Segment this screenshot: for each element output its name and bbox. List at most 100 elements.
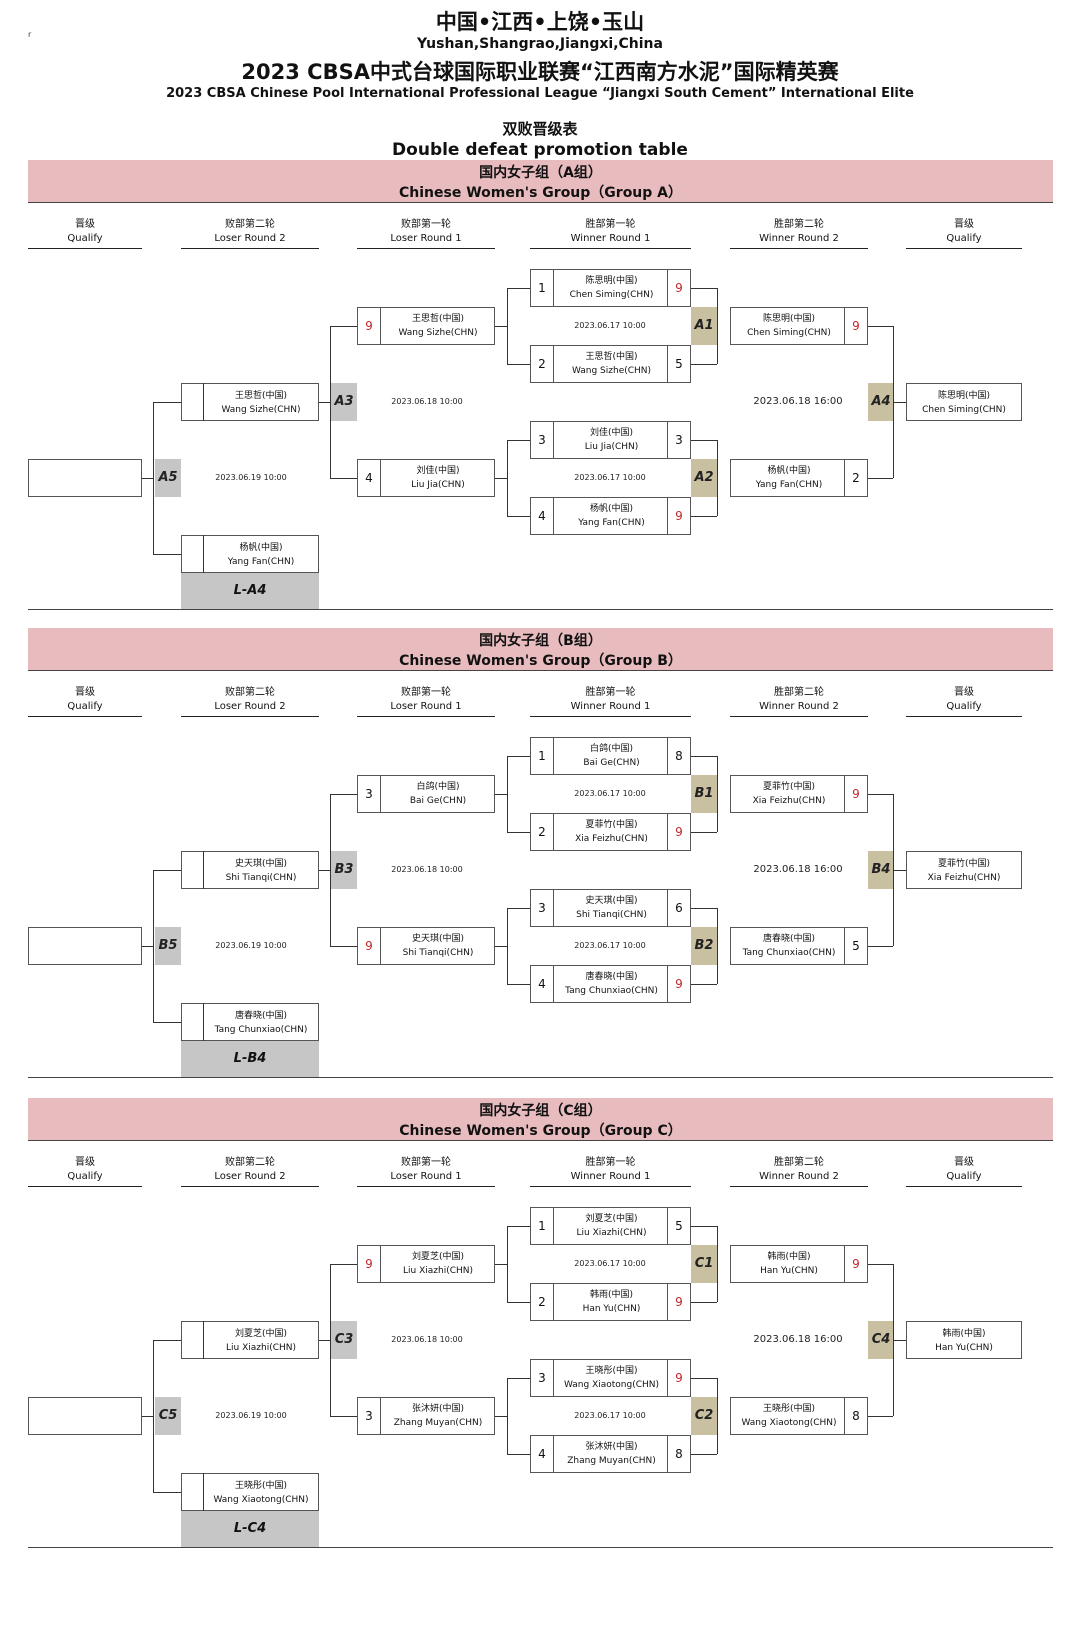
bracket-connector: [330, 326, 357, 327]
match-label-3: C3: [331, 1321, 357, 1359]
bracket-connector: [691, 1378, 717, 1379]
winner-round-2-player[interactable]: 夏菲竹(中国) Xia Feizhu(CHN) 9: [730, 775, 868, 813]
player-name-zh: 刘夏芝(中国): [585, 1214, 638, 1224]
winner-round-2-player[interactable]: 唐春晓(中国) Tang Chunxiao(CHN) 5: [730, 927, 868, 965]
loser-round-2-player[interactable]: 刘夏芝(中国) Liu Xiazhi(CHN): [181, 1321, 319, 1359]
winner-round-1-player[interactable]: 2 王思哲(中国) Wang Sizhe(CHN) 5: [530, 345, 691, 383]
col-header-en: Loser Round 1: [390, 701, 462, 712]
player-name-en: Liu Xiazhi(CHN): [403, 1266, 473, 1276]
group-banner: 国内女子组（B组） Chinese Women's Group（Group B）: [28, 628, 1053, 671]
col-header-en: Qualify: [67, 1171, 103, 1182]
bracket-connector: [495, 326, 507, 327]
qualify-winner-box[interactable]: 陈思明(中国) Chen Siming(CHN): [906, 383, 1022, 421]
loser-round-1-player[interactable]: 4 刘佳(中国) Liu Jia(CHN): [357, 459, 495, 497]
qualify-winner-box[interactable]: 韩雨(中国) Han Yu(CHN): [906, 1321, 1022, 1359]
col-header-zh: 败部第一轮: [401, 219, 451, 230]
winner-round-1-player[interactable]: 2 夏菲竹(中国) Xia Feizhu(CHN) 9: [530, 813, 691, 851]
col-header-winner-round-2: 胜部第二轮 Winner Round 2: [730, 686, 868, 717]
player-name-zh: 王思哲(中国): [234, 391, 288, 401]
loser-round-2-player[interactable]: 王晓彤(中国) Wang Xiaotong(CHN): [181, 1473, 319, 1511]
bracket-connector: [495, 794, 507, 795]
bracket-connector: [330, 1264, 331, 1416]
col-header-zh: 晋级: [954, 1157, 974, 1168]
qualify-loser-box[interactable]: [28, 927, 142, 965]
qualify-winner-box[interactable]: 夏菲竹(中国) Xia Feizhu(CHN): [906, 851, 1022, 889]
match-date: 2023.06.18 10:00: [391, 1335, 463, 1344]
col-header-en: Qualify: [946, 701, 982, 712]
player-name-en: Chen Siming(CHN): [569, 290, 654, 300]
winner-round-1-player[interactable]: 1 白鸽(中国) Bai Ge(CHN) 8: [530, 737, 691, 775]
bracket-connector: [691, 1226, 717, 1227]
winner-round-1-player[interactable]: 2 韩雨(中国) Han Yu(CHN) 9: [530, 1283, 691, 1321]
player-name-zh: 刘佳(中国): [416, 466, 460, 476]
match-date: 2023.06.17 10:00: [574, 321, 646, 330]
seed-number: 1: [531, 270, 554, 306]
winner-round-1-player[interactable]: 3 王晓彤(中国) Wang Xiaotong(CHN) 9: [530, 1359, 691, 1397]
group-bottom-rule: [28, 609, 1053, 610]
winner-round-1-player[interactable]: 4 张沐妍(中国) Zhang Muyan(CHN) 8: [530, 1435, 691, 1473]
bracket-connector: [319, 1340, 330, 1341]
winner-round-1-player[interactable]: 3 刘佳(中国) Liu Jia(CHN) 3: [530, 421, 691, 459]
match-score: 9: [358, 928, 381, 964]
player-name-en: Bai Ge(CHN): [583, 758, 640, 768]
winner-round-2-player[interactable]: 杨帆(中国) Yang Fan(CHN) 2: [730, 459, 868, 497]
bracket-connector: [153, 402, 154, 554]
loser-round-2-player[interactable]: 史天琪(中国) Shi Tianqi(CHN): [181, 851, 319, 889]
loser-round-1-player[interactable]: 9 王思哲(中国) Wang Sizhe(CHN): [357, 307, 495, 345]
col-header-loser-round-1: 败部第一轮 Loser Round 1: [357, 1156, 495, 1187]
winner-round-1-player[interactable]: 4 唐春晓(中国) Tang Chunxiao(CHN) 9: [530, 965, 691, 1003]
col-header-zh: 败部第一轮: [401, 687, 451, 698]
col-header-winner-round-1: 胜部第一轮 Winner Round 1: [530, 1156, 691, 1187]
player-name-en: Zhang Muyan(CHN): [567, 1456, 656, 1466]
player-name: 王晓彤(中国) Wang Xiaotong(CHN): [731, 1398, 847, 1434]
match-score: 9: [358, 308, 381, 344]
loser-round-1-player[interactable]: 9 刘夏芝(中国) Liu Xiazhi(CHN): [357, 1245, 495, 1283]
loser-round-1-player[interactable]: 3 白鸽(中国) Bai Ge(CHN): [357, 775, 495, 813]
col-header-en: Loser Round 1: [390, 233, 462, 244]
col-header-zh: 晋级: [75, 687, 95, 698]
match-label-4: B4: [868, 851, 894, 889]
bracket-connector: [330, 1264, 357, 1265]
player-name-en: Xia Feizhu(CHN): [927, 873, 1001, 883]
winner-round-1-player[interactable]: 3 史天琪(中国) Shi Tianqi(CHN) 6: [530, 889, 691, 927]
player-name-zh: 王思哲(中国): [585, 352, 638, 362]
winner-round-2-player[interactable]: 王晓彤(中国) Wang Xiaotong(CHN) 8: [730, 1397, 868, 1435]
winner-round-2-player[interactable]: 韩雨(中国) Han Yu(CHN) 9: [730, 1245, 868, 1283]
bracket-connector: [691, 364, 717, 365]
bracket-connector: [507, 440, 530, 441]
match-score: 8: [667, 738, 690, 774]
bracket-connector: [507, 908, 530, 909]
winner-round-1-player[interactable]: 4 杨帆(中国) Yang Fan(CHN) 9: [530, 497, 691, 535]
winner-round-2-player[interactable]: 陈思明(中国) Chen Siming(CHN) 9: [730, 307, 868, 345]
table-title-en: Double defeat promotion table: [392, 140, 688, 160]
loser-round-2-player[interactable]: 王思哲(中国) Wang Sizhe(CHN): [181, 383, 319, 421]
player-name-zh: 王晓彤(中国): [234, 1481, 288, 1491]
qualify-loser-box[interactable]: [28, 1397, 142, 1435]
match-date: 2023.06.19 10:00: [215, 1411, 287, 1420]
player-name: 王晓彤(中国) Wang Xiaotong(CHN): [553, 1360, 670, 1396]
loser-round-1-player[interactable]: 9 史天琪(中国) Shi Tianqi(CHN): [357, 927, 495, 965]
bracket-connector: [507, 516, 530, 517]
match-label-1: C1: [691, 1245, 717, 1283]
player-name: 陈思明(中国) Chen Siming(CHN): [731, 308, 847, 344]
match-score: 9: [667, 270, 690, 306]
col-header-en: Loser Round 2: [214, 233, 286, 244]
col-header-zh: 晋级: [75, 1157, 95, 1168]
winner-round-1-player[interactable]: 1 陈思明(中国) Chen Siming(CHN) 9: [530, 269, 691, 307]
loser-round-1-player[interactable]: 3 张沐妍(中国) Zhang Muyan(CHN): [357, 1397, 495, 1435]
player-name: 杨帆(中国) Yang Fan(CHN): [731, 460, 847, 496]
col-header-en: Winner Round 2: [759, 233, 839, 244]
col-header-zh: 晋级: [954, 219, 974, 230]
bracket-connector: [142, 1416, 153, 1417]
player-name-zh: 刘夏芝(中国): [411, 1252, 465, 1262]
winner-round-1-player[interactable]: 1 刘夏芝(中国) Liu Xiazhi(CHN) 5: [530, 1207, 691, 1245]
bracket-connector: [330, 946, 357, 947]
loser-round-2-player[interactable]: 杨帆(中国) Yang Fan(CHN): [181, 535, 319, 573]
match-score: 8: [844, 1398, 867, 1434]
player-name-zh: 白鸽(中国): [416, 782, 460, 792]
player-name-zh: 杨帆(中国): [767, 466, 811, 476]
loser-round-2-player[interactable]: 唐春晓(中国) Tang Chunxiao(CHN): [181, 1003, 319, 1041]
qualify-loser-box[interactable]: [28, 459, 142, 497]
player-name-en: Liu Xiazhi(CHN): [226, 1343, 296, 1353]
match-date: 2023.06.17 10:00: [574, 789, 646, 798]
